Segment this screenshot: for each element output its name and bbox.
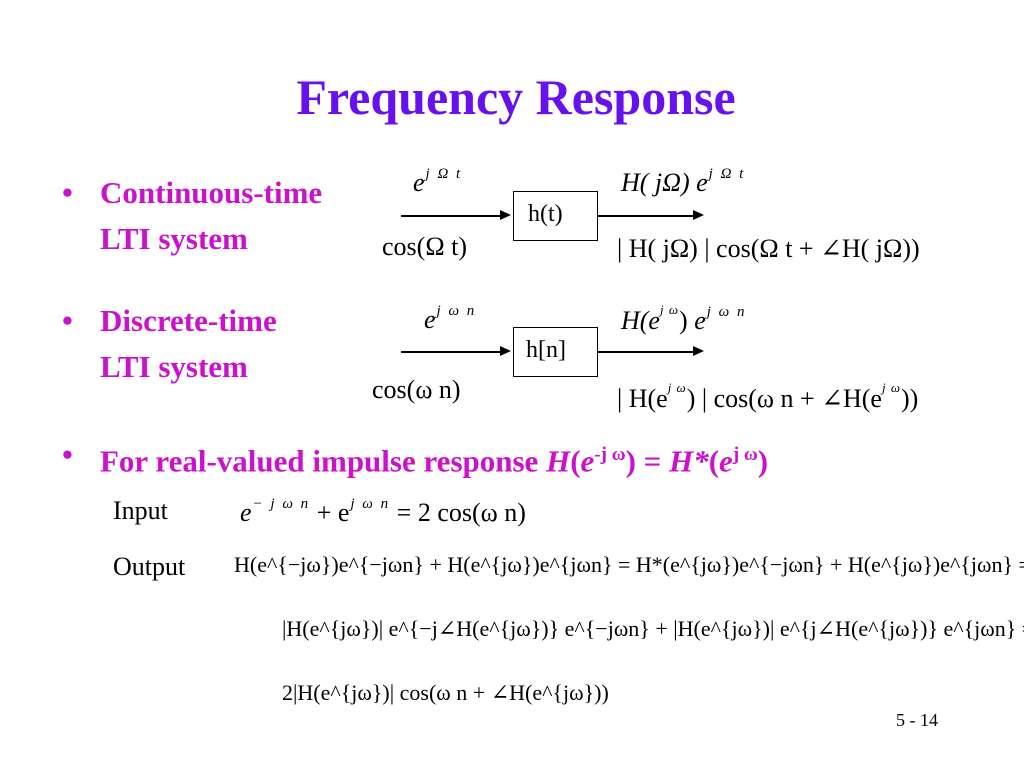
bullet-line-2: LTI system xyxy=(100,221,248,256)
dt-input-arrowhead xyxy=(500,346,511,356)
ct-system-box xyxy=(513,191,598,241)
dt-output-exponential: H(ej ω) ej ω n xyxy=(621,302,747,335)
output-expression-line-3: 2|H(e^{jω})| cos(ω n + ∠H(e^{jω})) xyxy=(282,680,609,705)
dt-output-arrowhead xyxy=(693,346,704,356)
bullet-line-1: Discrete-time xyxy=(100,303,277,338)
input-label: Input xyxy=(113,496,168,525)
ct-input-arrow xyxy=(401,215,501,217)
ct-output-exponential: H( jΩ) ej Ω t xyxy=(621,166,746,197)
ct-output-arrow xyxy=(597,215,694,217)
bullet-line-1: Continuous-time xyxy=(100,175,323,210)
bullet-marker: • xyxy=(62,175,73,210)
dt-output-cosine: | H(ej ω) | cos(ω n + ∠H(ej ω)) xyxy=(617,380,919,413)
ct-system-label: h(t) xyxy=(528,201,563,227)
page-number: 5 - 14 xyxy=(896,710,938,730)
ct-input-arrowhead xyxy=(500,210,511,220)
slide-title: Frequency Response xyxy=(296,69,736,125)
output-label: Output xyxy=(113,552,186,581)
bullet-line-1: For real-valued impulse response H(e-j ω… xyxy=(100,443,769,479)
ct-output-cosine: | H( jΩ) | cos(Ω t + ∠H( jΩ)) xyxy=(617,234,920,263)
ct-output-arrowhead xyxy=(693,210,704,220)
dt-system-box xyxy=(513,327,598,377)
output-expression-line-1: H(e^{−jω})e^{−jωn} + H(e^{jω})e^{jωn} = … xyxy=(234,552,1024,577)
ct-input-cosine: cos(Ω t) xyxy=(382,232,468,261)
dt-system-label: h[n] xyxy=(526,337,566,363)
output-expression-line-2: |H(e^{jω})| e^{−j∠H(e^{jω})} e^{−jωn} + … xyxy=(282,616,1024,641)
dt-input-exponential: ej ω n xyxy=(424,303,477,334)
bullet-marker: • xyxy=(62,437,73,472)
dt-input-arrow xyxy=(401,351,501,353)
bullet-line-2: LTI system xyxy=(100,349,248,384)
dt-input-cosine: cos(ω n) xyxy=(372,375,461,404)
input-expression: e− j ω n + ej ω n = 2 cos(ω n) xyxy=(240,496,526,527)
bullet-marker: • xyxy=(62,303,73,338)
dt-output-arrow xyxy=(597,351,694,353)
ct-input-exponential: ej Ω t xyxy=(413,166,463,197)
